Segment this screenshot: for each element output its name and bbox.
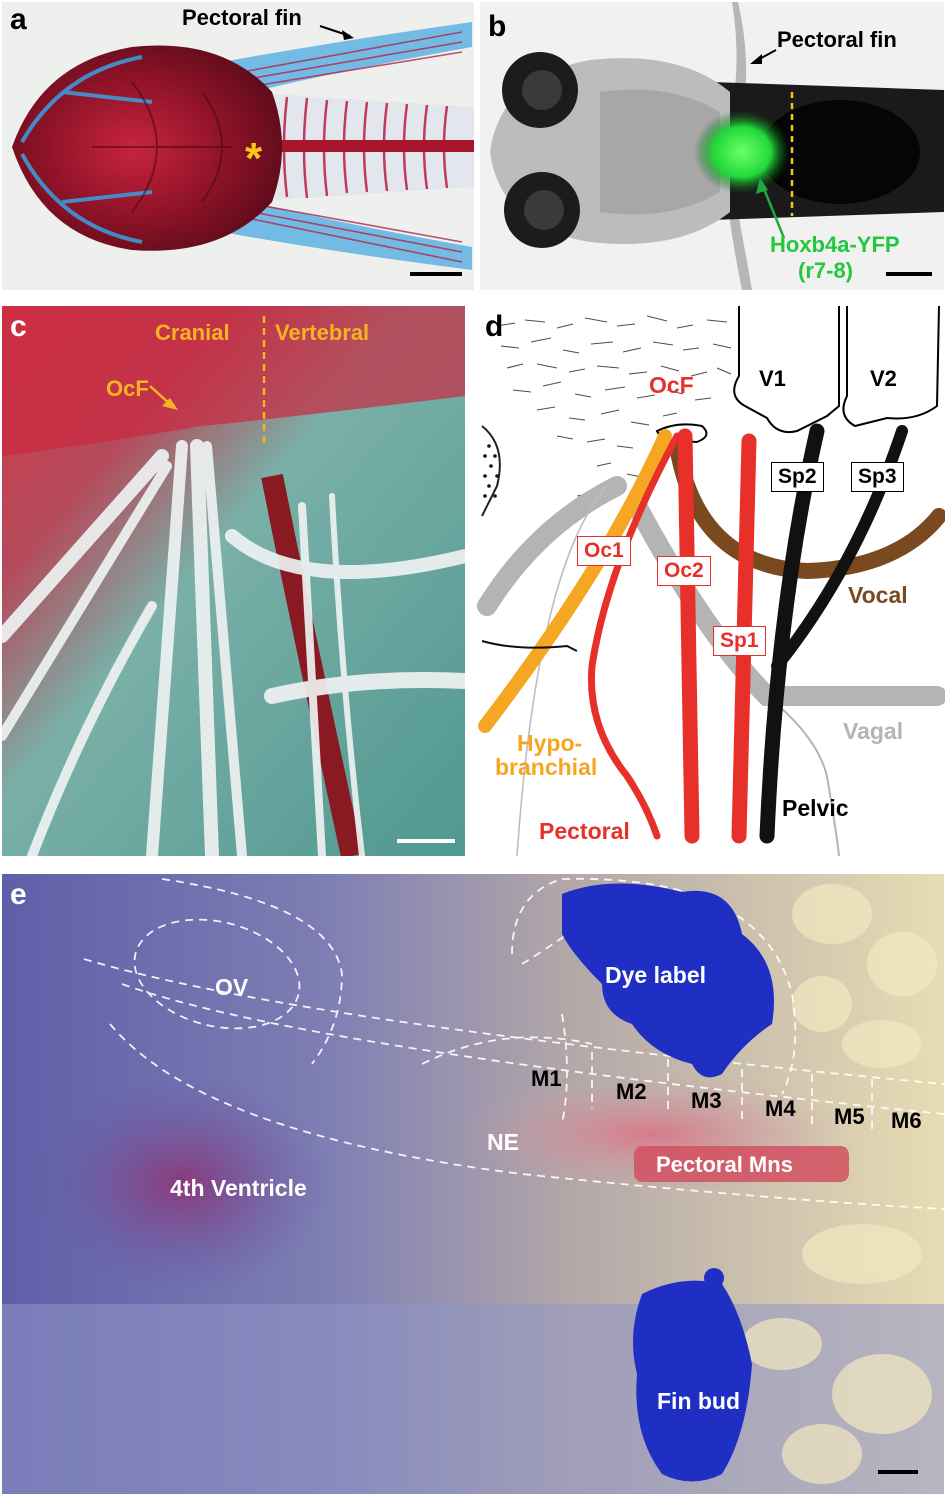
panel-letter: d bbox=[485, 310, 504, 343]
asterisk-marker: * bbox=[245, 134, 263, 183]
vertebral-label: Vertebral bbox=[275, 320, 370, 345]
vagal-label: Vagal bbox=[843, 718, 904, 744]
ne-label: NE bbox=[487, 1129, 519, 1155]
m4-label: M4 bbox=[765, 1096, 796, 1121]
cranial-label: Cranial bbox=[155, 320, 230, 345]
sp2-label: Sp2 bbox=[771, 462, 824, 493]
hypobranchial-label-line1: Hypo- bbox=[517, 730, 583, 756]
m1-label: M1 bbox=[531, 1066, 562, 1091]
sp3-label: Sp3 bbox=[851, 462, 904, 493]
panel-c: c Cranial Vertebral OcF bbox=[2, 306, 465, 856]
panel-a: a Pectoral fin * bbox=[2, 2, 474, 290]
m2-label: M2 bbox=[616, 1079, 647, 1104]
scale-bar bbox=[886, 272, 932, 276]
panel-a-photo bbox=[2, 2, 474, 290]
hypobranchial-label-line2: branchial bbox=[495, 754, 598, 780]
pelvic-label: Pelvic bbox=[782, 795, 849, 821]
panel-b: b Pectoral fin Hoxb4a-YFP (r7-8) bbox=[480, 2, 944, 290]
scale-bar bbox=[410, 272, 462, 276]
panel-letter: a bbox=[10, 3, 27, 36]
pectoral-label: Pectoral bbox=[539, 818, 630, 844]
panel-e-photo bbox=[2, 874, 944, 1494]
panel-d-schematic bbox=[477, 306, 945, 856]
m6-label: M6 bbox=[891, 1108, 922, 1133]
dye-label: Dye label bbox=[605, 962, 706, 988]
panel-letter: c bbox=[10, 310, 27, 343]
m5-label: M5 bbox=[834, 1104, 865, 1129]
pectoral-fin-label: Pectoral fin bbox=[182, 5, 302, 30]
v1-label: V1 bbox=[759, 366, 786, 391]
panel-e: e OV Dye label M1 M2 M3 M4 M5 M6 NE Pect… bbox=[2, 874, 944, 1494]
v2-label: V2 bbox=[870, 366, 897, 391]
fin-bud-label: Fin bud bbox=[657, 1388, 741, 1414]
fourth-ventricle-label: 4th Ventricle bbox=[170, 1175, 307, 1201]
scale-bar bbox=[878, 1470, 918, 1474]
vocal-label: Vocal bbox=[848, 582, 908, 608]
pectoral-fin-label: Pectoral fin bbox=[777, 27, 897, 52]
sp1-label: Sp1 bbox=[713, 626, 766, 657]
panel-c-photo bbox=[2, 306, 465, 856]
oc2-label: Oc2 bbox=[657, 556, 711, 587]
panel-d: d OcF V1 V2 Sp2 Sp3 Oc1 Oc2 Sp1 Vocal Va… bbox=[477, 306, 945, 856]
oc1-label: Oc1 bbox=[577, 536, 631, 567]
hoxb4a-yfp-label: Hoxb4a-YFP bbox=[770, 232, 900, 257]
scale-bar bbox=[397, 839, 455, 843]
panel-letter: b bbox=[488, 10, 507, 43]
r7-8-label: (r7-8) bbox=[798, 258, 854, 283]
m3-label: M3 bbox=[691, 1088, 722, 1113]
ov-label: OV bbox=[215, 974, 249, 1000]
pectoral-mns-label: Pectoral Mns bbox=[656, 1152, 793, 1177]
panel-b-photo bbox=[480, 2, 944, 290]
panel-letter: e bbox=[10, 878, 27, 911]
ocf-label: OcF bbox=[649, 372, 694, 398]
ocf-label: OcF bbox=[106, 376, 149, 401]
